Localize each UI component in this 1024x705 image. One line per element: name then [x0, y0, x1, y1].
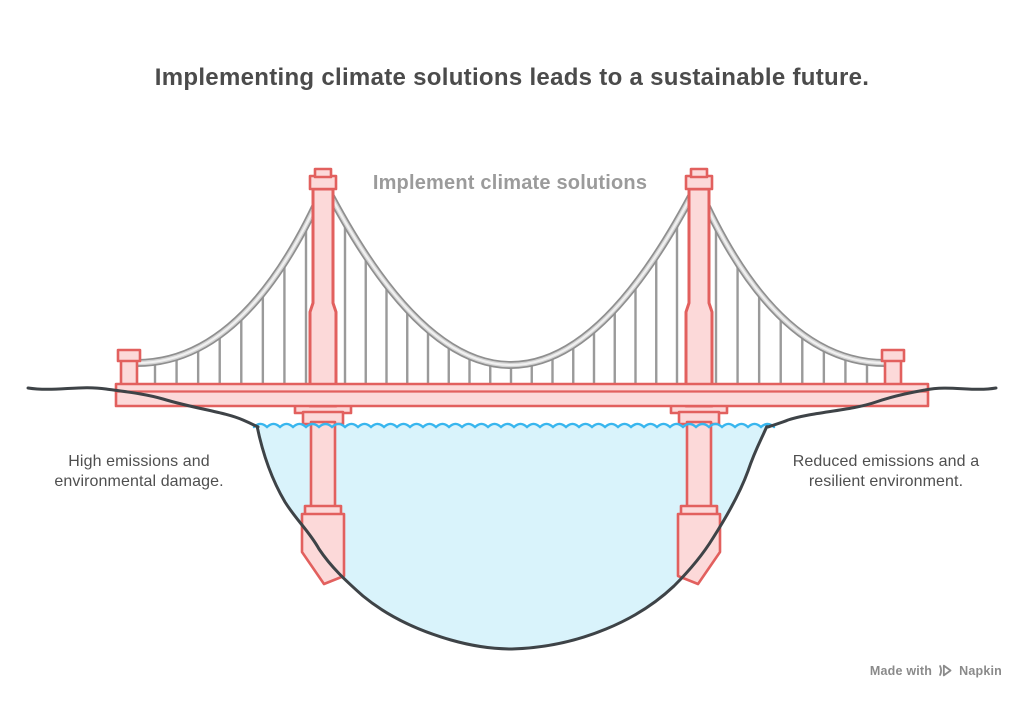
diagram-title: Implementing climate solutions leads to …: [154, 64, 870, 91]
water-basin-outline: [255, 424, 769, 651]
right-side-cable: [693, 181, 889, 367]
napkin-logo-icon: [938, 663, 953, 678]
left-note: High emissions and environmental damage.: [54, 453, 224, 490]
ground-line-right: [766, 386, 998, 429]
left-side-cable: [133, 181, 329, 367]
right-pier: [669, 402, 729, 586]
left-tower: [308, 167, 338, 408]
bridge-label: Implement climate solutions: [372, 172, 648, 194]
main-span-cable: [321, 181, 701, 369]
watermark-prefix: Made with: [869, 663, 933, 678]
made-with-napkin-link[interactable]: Made with Napkin: [870, 663, 1002, 678]
suspender-cables: [153, 223, 869, 386]
right-pier-foot: [676, 512, 722, 586]
water-basin: [257, 426, 767, 649]
right-anchor-pillar: [880, 348, 906, 389]
bridge-deck: [114, 382, 930, 408]
right-note: Reduced emissions and a resilient enviro…: [792, 453, 980, 490]
water-surface-wave: [252, 422, 776, 429]
ground-line-left: [26, 386, 260, 429]
left-anchor-pillar: [116, 348, 142, 389]
watermark-brand: Napkin: [959, 663, 1002, 678]
right-tower: [684, 167, 714, 408]
